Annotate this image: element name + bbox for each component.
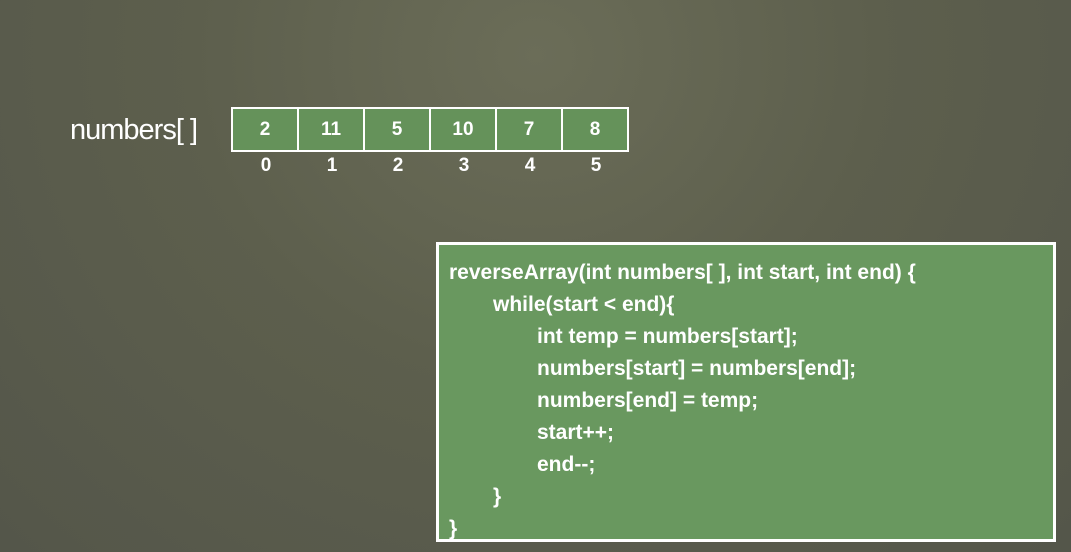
code-line: numbers[end] = temp; xyxy=(537,389,759,412)
array-index-2: 2 xyxy=(392,155,404,176)
array-cell-0: 2 xyxy=(233,109,299,150)
array-cells: 2 11 5 10 7 8 xyxy=(231,107,629,152)
array-index-1: 1 xyxy=(326,155,338,176)
array-index-0: 0 xyxy=(260,155,272,176)
code-line: numbers[start] = numbers[end]; xyxy=(537,357,857,380)
code-line: end--; xyxy=(537,453,596,476)
array-cell-1: 11 xyxy=(299,109,365,150)
code-box: reverseArray(int numbers[ ], int start, … xyxy=(436,242,1056,542)
array-label: numbers[ ] xyxy=(70,114,198,146)
array-cell-4: 7 xyxy=(497,109,563,150)
array-index-5: 5 xyxy=(590,155,602,176)
code-line: } xyxy=(449,517,458,540)
array-index-4: 4 xyxy=(524,155,536,176)
array-index-3: 3 xyxy=(458,155,470,176)
code-line: int temp = numbers[start]; xyxy=(537,325,798,348)
code-line: start++; xyxy=(537,421,615,444)
code-line: while(start < end){ xyxy=(493,293,675,316)
array-cell-5: 8 xyxy=(589,118,601,140)
array-cell-3: 10 xyxy=(431,109,497,150)
array-cell-2: 5 xyxy=(365,109,431,150)
code-line: reverseArray(int numbers[ ], int start, … xyxy=(449,261,916,284)
array-indices: 0 1 2 3 4 5 xyxy=(233,154,629,178)
code-line: } xyxy=(493,485,502,508)
